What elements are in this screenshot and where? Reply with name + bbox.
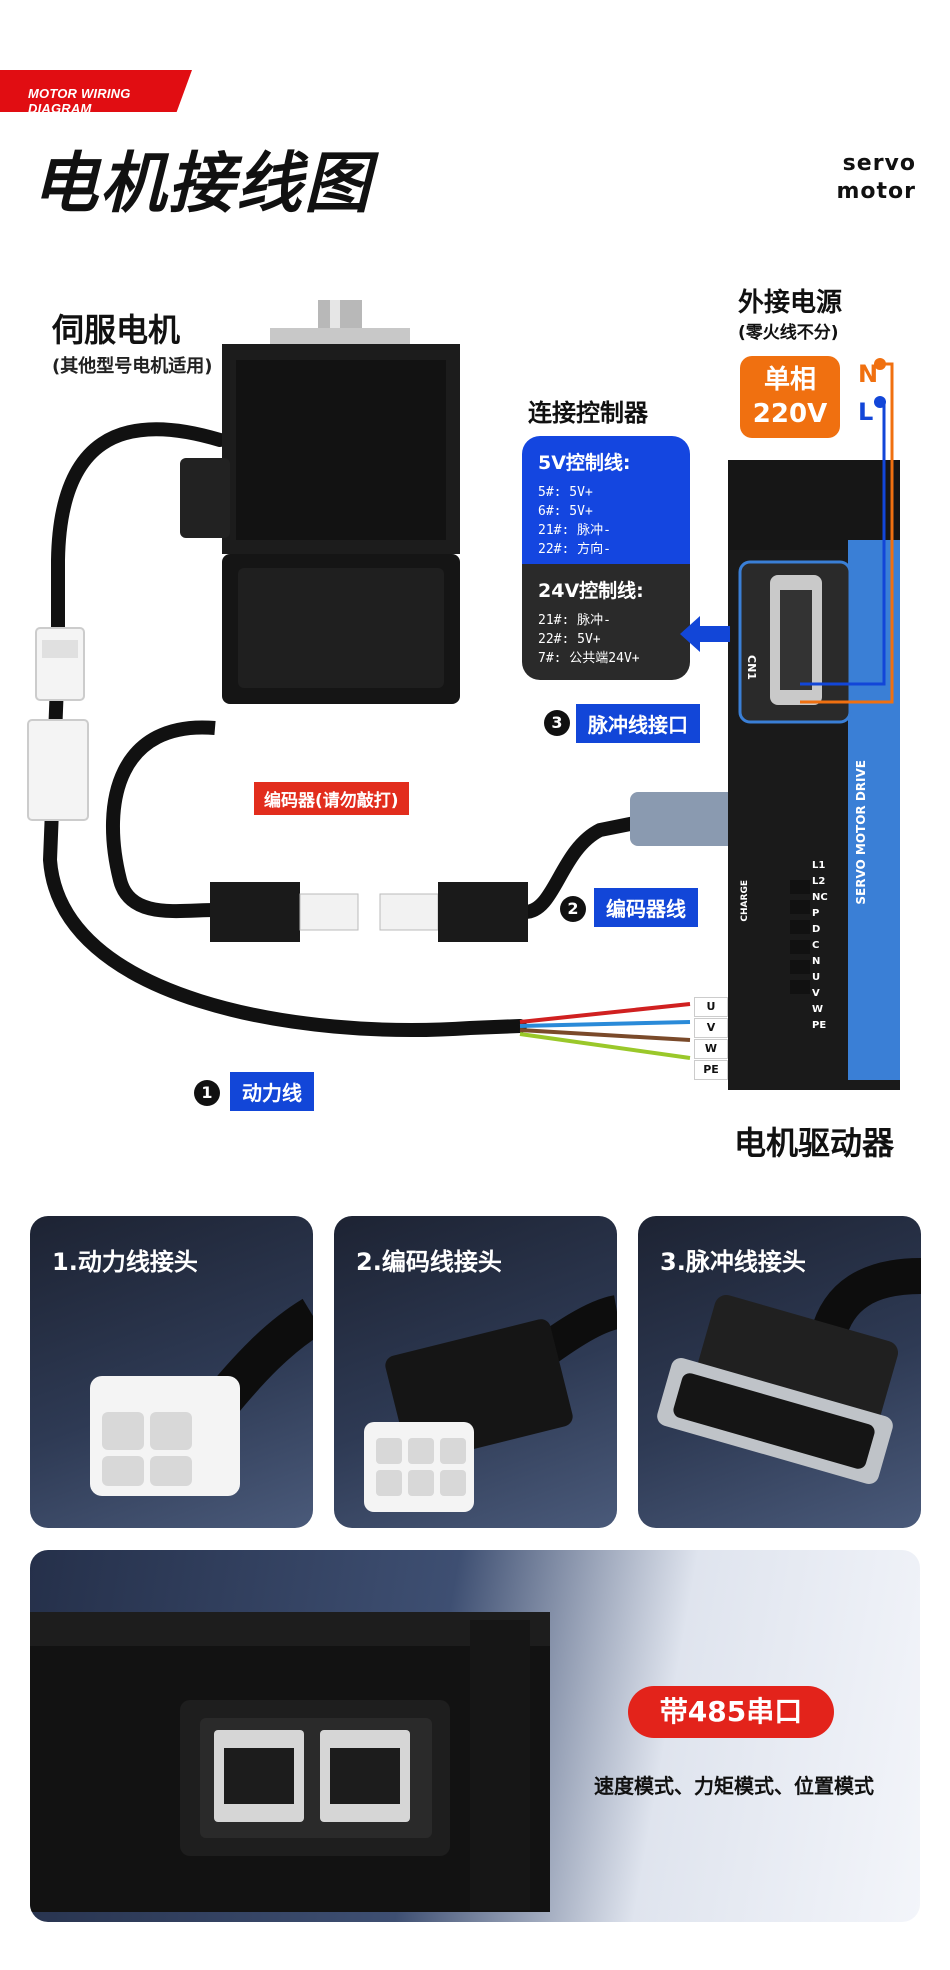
header-tag-text: MOTOR WIRING DIAGRAM bbox=[28, 86, 131, 116]
controller-24v-line: 22#: 5V+ bbox=[538, 632, 601, 647]
controller-24v-heading: 24V控制线: bbox=[538, 580, 644, 602]
power-connector-female bbox=[35, 627, 85, 701]
encoder-warning-label: 编码器(请勿敲打) bbox=[254, 782, 409, 815]
connector-card-pulse: 3.脉冲线接头 bbox=[638, 1216, 921, 1528]
controller-24v-line: 21#: 脉冲- bbox=[538, 613, 611, 628]
pulse-connector-illustration bbox=[657, 1258, 921, 1484]
controller-info-box: 5V控制线: 5#: 5V+ 6#: 5V+ 21#: 脉冲- 22#: 方向-… bbox=[522, 436, 690, 680]
power-connector-male bbox=[27, 719, 89, 821]
motor-subtitle: (其他型号电机适用) bbox=[52, 356, 213, 377]
encoder-connector-left bbox=[210, 882, 300, 942]
wire-pe bbox=[519, 1032, 691, 1060]
wiring-diagram bbox=[27, 300, 900, 1090]
wire-u bbox=[519, 1002, 691, 1024]
terminal-label: C bbox=[812, 940, 820, 951]
controller-5v-line: 6#: 5V+ bbox=[538, 504, 593, 519]
terminal-label: PE bbox=[812, 1020, 827, 1031]
callout-3-number: 3 bbox=[544, 710, 570, 736]
encoder-connector-right bbox=[438, 882, 528, 942]
header-tag: MOTOR WIRING DIAGRAM bbox=[0, 70, 192, 112]
callout-2-label: 编码器线 bbox=[594, 888, 698, 927]
control-modes: 速度模式、力矩模式、位置模式 bbox=[594, 1774, 874, 1798]
controller-24v-panel: 24V控制线: 21#: 脉冲- 22#: 5V+ 7#: 公共端24V+ bbox=[522, 564, 690, 680]
encoder-cable bbox=[105, 720, 216, 919]
card-title: 1.动力线接头 bbox=[52, 1248, 198, 1276]
motor-title: 伺服电机 bbox=[52, 311, 181, 349]
brand-line-1: servo bbox=[842, 151, 916, 176]
wire-labels: U V W PE bbox=[694, 997, 728, 1080]
page-title: 电机接线图 bbox=[32, 145, 372, 222]
controller-5v-line: 22#: 方向- bbox=[538, 542, 611, 557]
drive-charge-label: CHARGE bbox=[740, 880, 750, 922]
callout-1-number: 1 bbox=[194, 1080, 220, 1106]
motor-flange bbox=[270, 328, 410, 348]
controller-5v-line: 21#: 脉冲- bbox=[538, 523, 611, 538]
wire-label: PE bbox=[694, 1060, 728, 1080]
n-label: N bbox=[858, 360, 879, 388]
wire-w bbox=[519, 1028, 691, 1042]
controller-24v-line: 7#: 公共端24V+ bbox=[538, 651, 640, 666]
terminal-label: N bbox=[812, 956, 821, 967]
terminal-label: W bbox=[812, 1004, 824, 1015]
terminal-label: U bbox=[812, 972, 821, 983]
motor-power-cable bbox=[42, 422, 527, 1037]
callout-3-label: 脉冲线接口 bbox=[576, 704, 700, 743]
power-box: 单相 220V bbox=[740, 356, 840, 438]
rs485-badge: 带485串口 bbox=[628, 1686, 834, 1738]
l-label: L bbox=[858, 398, 874, 426]
callout-2-number: 2 bbox=[560, 896, 586, 922]
brand-line-2: motor bbox=[836, 179, 916, 204]
terminal-label: L2 bbox=[812, 876, 826, 887]
wire-label: U bbox=[694, 997, 728, 1017]
terminal-labels: L1 L2 NC P D C N U V W PE bbox=[812, 858, 842, 1034]
terminal-label: P bbox=[812, 908, 820, 919]
encoder-plug bbox=[630, 792, 740, 846]
terminal-label: D bbox=[812, 924, 821, 935]
terminal-label: L1 bbox=[812, 860, 826, 871]
drive-top bbox=[728, 460, 900, 550]
drive-brand: SERVO MOTOR DRIVE bbox=[854, 760, 868, 905]
controller-5v-panel: 5V控制线: 5#: 5V+ 6#: 5V+ 21#: 脉冲- 22#: 方向- bbox=[522, 436, 690, 564]
encoder-connector-illustration bbox=[364, 1295, 617, 1512]
controller-title: 连接控制器 bbox=[528, 399, 648, 427]
power-box-line-1: 单相 bbox=[763, 365, 816, 395]
drive-title: 电机驱动器 bbox=[734, 1124, 895, 1162]
card-title: 3.脉冲线接头 bbox=[660, 1248, 806, 1276]
arrow-icon bbox=[680, 616, 730, 652]
connector-card-power: 1.动力线接头 bbox=[30, 1216, 313, 1528]
wire-label: V bbox=[694, 1018, 728, 1038]
encoder-extension-cable bbox=[523, 815, 642, 919]
callout-1-label: 动力线 bbox=[230, 1072, 314, 1111]
power-box-line-2: 220V bbox=[752, 399, 828, 429]
brand-logo: servo motor bbox=[796, 150, 916, 206]
card-title: 2.编码线接头 bbox=[356, 1248, 502, 1276]
drive-closeup-illustration bbox=[30, 1612, 550, 1912]
power-connector-illustration bbox=[90, 1298, 313, 1496]
controller-5v-heading: 5V控制线: bbox=[538, 452, 631, 474]
terminal-label: V bbox=[812, 988, 820, 999]
wire-v bbox=[519, 1020, 691, 1028]
power-title: 外接电源 bbox=[738, 288, 843, 318]
drive-port-label: CN1 bbox=[745, 655, 758, 680]
terminal-label: NC bbox=[812, 892, 828, 903]
power-subtitle: (零火线不分) bbox=[738, 323, 839, 343]
controller-5v-line: 5#: 5V+ bbox=[538, 485, 593, 500]
wire-label: W bbox=[694, 1039, 728, 1059]
connector-card-encoder: 2.编码线接头 bbox=[334, 1216, 617, 1528]
